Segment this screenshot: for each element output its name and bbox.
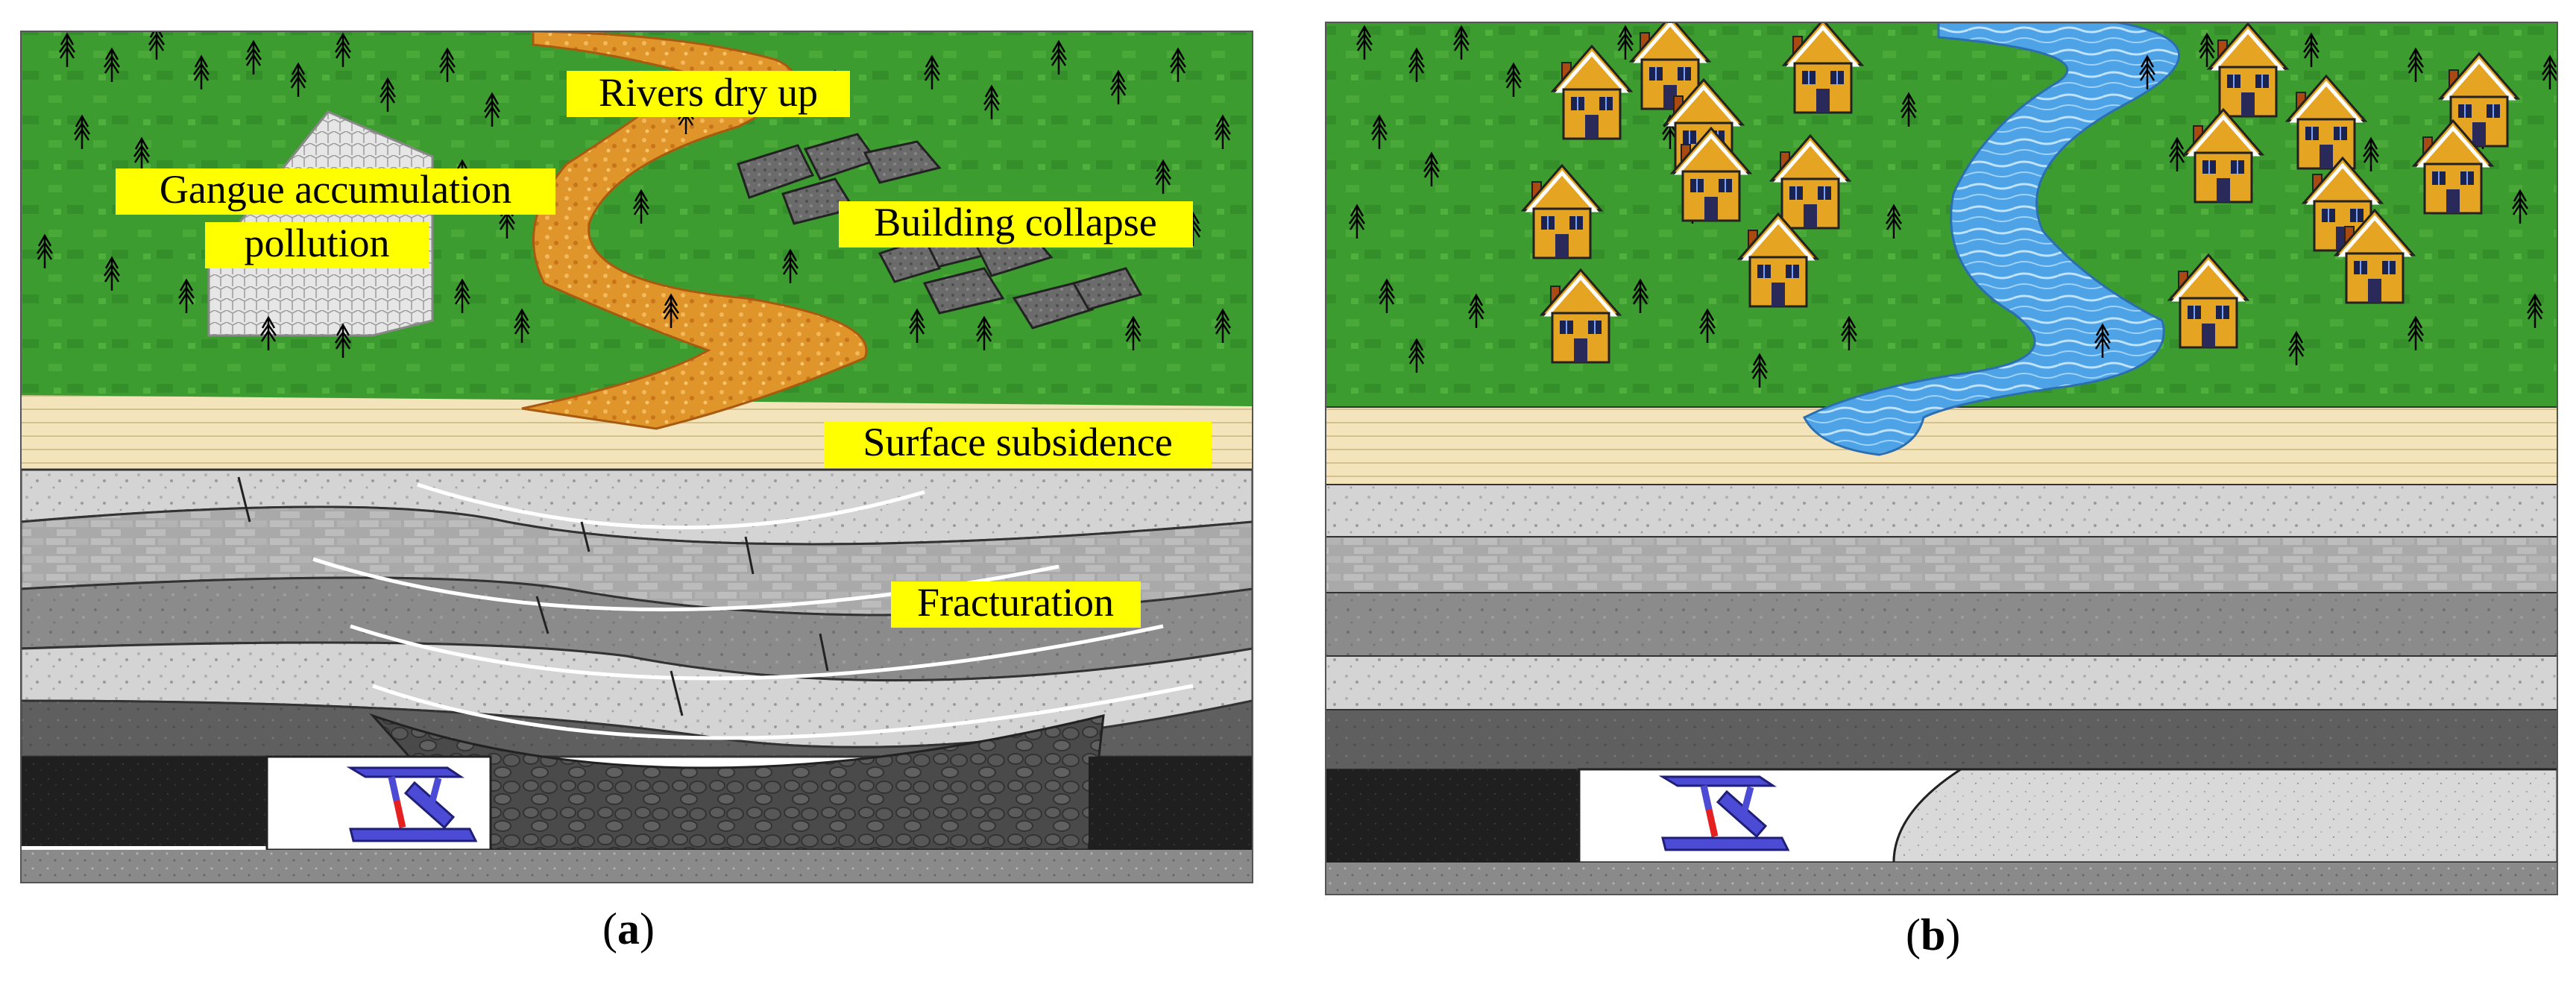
floor-stratum	[21, 850, 1253, 883]
svg-text:pollution: pollution	[244, 221, 389, 265]
coal-seam-b	[1326, 769, 1579, 863]
label-fracturation: Fracturation	[891, 580, 1141, 628]
rock-stratum-b1	[1326, 484, 2557, 537]
svg-text:Rivers dry up: Rivers dry up	[599, 70, 818, 115]
river	[1802, 22, 2181, 456]
label-building: Building collapse	[839, 200, 1193, 247]
label-rivers: Rivers dry up	[567, 70, 850, 117]
svg-text:Building collapse: Building collapse	[874, 200, 1156, 245]
svg-text:Surface subsidence: Surface subsidence	[863, 420, 1172, 464]
collapsed-goaf	[369, 713, 1105, 851]
rock-stratum-b4	[1326, 655, 2557, 710]
panel-a: Gangue accumulation pollution Rivers dry…	[20, 31, 1253, 883]
rock-stratum-b5	[1326, 709, 2557, 770]
label-gangue: Gangue accumulation pollution	[116, 167, 555, 268]
rock-stratum-b2	[1326, 536, 2557, 593]
label-subsidence: Surface subsidence	[824, 420, 1212, 467]
coal-seam-right	[1089, 757, 1253, 850]
sand-layer-b	[1326, 406, 2557, 485]
panel-b	[1325, 22, 2558, 895]
svg-text:Gangue accumulation: Gangue accumulation	[160, 167, 511, 212]
coal-seam-left	[21, 757, 267, 846]
rock-stratum-b3	[1326, 592, 2557, 657]
backfill-zone	[1892, 768, 2557, 864]
caption-a: (a)	[602, 904, 655, 953]
floor-stratum-b	[1326, 863, 2557, 895]
svg-text:Fracturation: Fracturation	[917, 580, 1114, 625]
caption-b: (b)	[1906, 910, 1961, 959]
